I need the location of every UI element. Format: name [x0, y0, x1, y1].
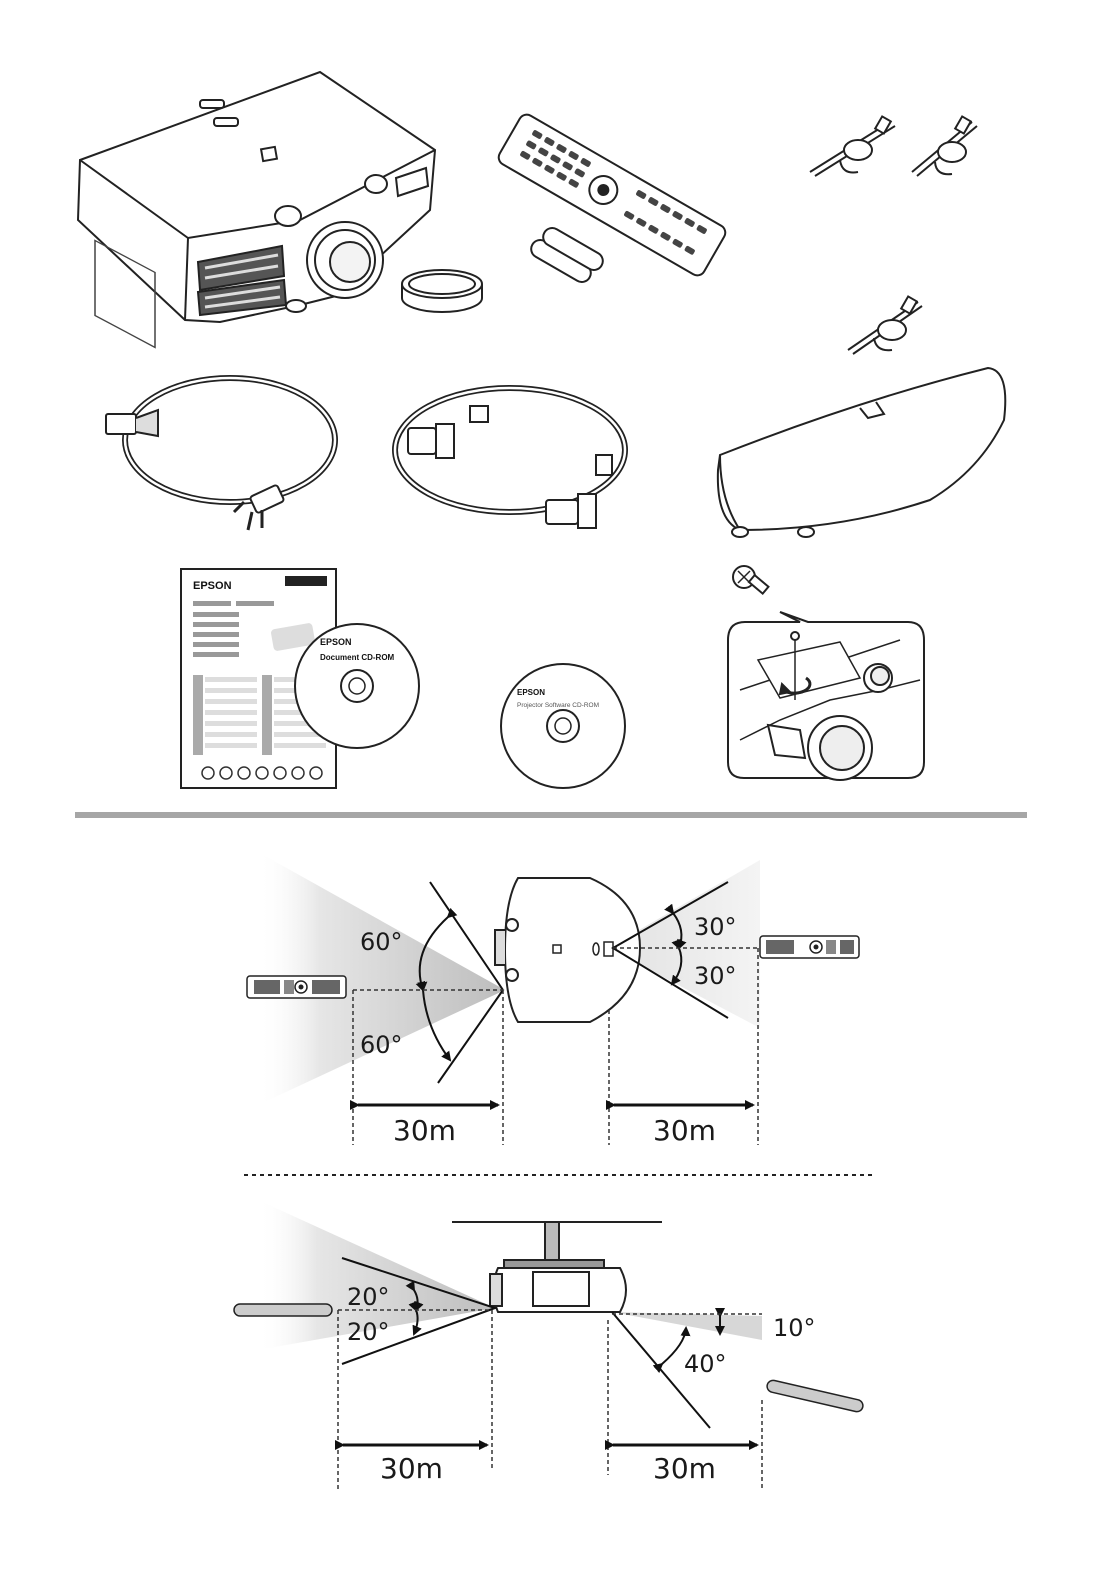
- top-view-diagram: 60° 60° 30° 30° 30m 30m: [247, 852, 859, 1147]
- computer-cable: [395, 388, 625, 528]
- angle-side-front-upper: 20°: [347, 1283, 390, 1311]
- document-cd: EPSON Document CD-ROM: [295, 624, 419, 748]
- cable-tie: [810, 116, 895, 176]
- angle-front-upper: 60°: [360, 928, 403, 956]
- angle-side-front-lower: 20°: [347, 1318, 390, 1346]
- cable-tie: [912, 116, 977, 176]
- remote-icon-left: [247, 976, 346, 998]
- projector-top-view: [495, 878, 640, 1022]
- distance-front: 30m: [393, 1114, 456, 1147]
- angle-side-rear-top: 10°: [773, 1314, 816, 1342]
- distance-side-rear: 30m: [653, 1452, 716, 1485]
- angle-front-lower: 60°: [360, 1031, 403, 1059]
- projector-illustration: [78, 72, 435, 347]
- software-cd-title: Projector Software CD-ROM: [517, 702, 599, 709]
- side-view-diagram: 20° 20° 40° 10° 30m 30m: [234, 1200, 864, 1490]
- cable-tie: [848, 296, 922, 354]
- document-cd-brand: EPSON: [320, 637, 352, 647]
- distance-side-front: 30m: [380, 1452, 443, 1485]
- remote-side-right: [766, 1379, 864, 1413]
- document-cd-title: Document CD-ROM: [320, 653, 395, 662]
- software-cd: EPSON Projector Software CD-ROM: [501, 664, 625, 788]
- angle-side-rear-down: 40°: [684, 1350, 727, 1378]
- manual-brand: EPSON: [193, 580, 232, 592]
- software-cd-brand: EPSON: [517, 688, 545, 697]
- remote-icon-right: [760, 936, 859, 958]
- remote-side-left: [234, 1304, 332, 1316]
- angle-rear-upper: 30°: [694, 913, 737, 941]
- power-cable: [106, 378, 335, 530]
- remote-control: [496, 112, 728, 278]
- cable-cover: [718, 368, 1005, 537]
- screw-detail: [728, 566, 924, 780]
- rear-reception-area-side: [612, 1312, 762, 1340]
- angle-rear-lower: 30°: [694, 962, 737, 990]
- batteries: [528, 225, 606, 286]
- ceiling-mount: [452, 1222, 662, 1312]
- distance-rear: 30m: [653, 1114, 716, 1147]
- lens-cap-ring: [402, 270, 482, 312]
- section-separator: [75, 812, 1027, 818]
